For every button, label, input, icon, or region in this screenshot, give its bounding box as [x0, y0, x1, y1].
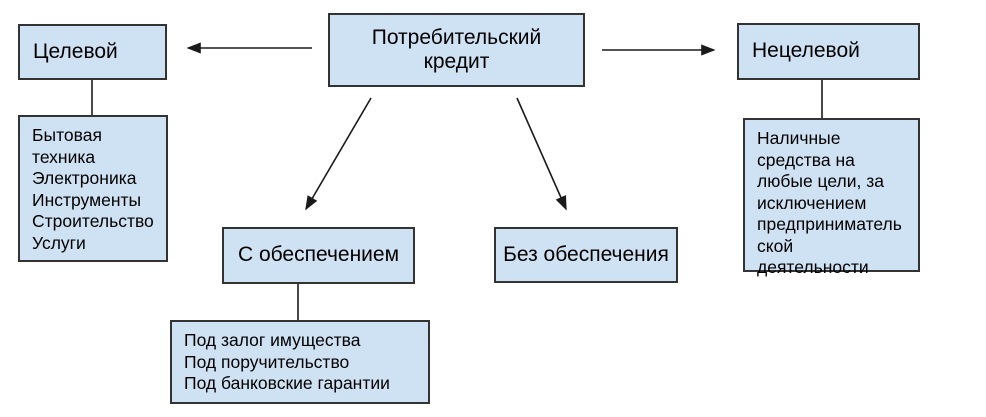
- node-targeted-examples: Бытовая техника Электроника Инструменты …: [18, 115, 168, 262]
- node-unsecured: Без обеспечения: [494, 227, 678, 283]
- node-non-targeted-details: Наличные средства на любые цели, за искл…: [743, 118, 920, 277]
- node-non-targeted-label: Нецелевой: [752, 39, 860, 63]
- node-consumer-credit-label: Потребительский кредит: [371, 25, 542, 73]
- node-unsecured-label: Без обеспечения: [503, 242, 669, 266]
- node-secured-types: Под залог имущества Под поручительство П…: [170, 320, 430, 404]
- arrow-root-to-unsecured: [516, 97, 567, 211]
- node-consumer-credit: Потребительский кредит: [328, 13, 585, 87]
- node-secured-label: С обеспечением: [237, 243, 400, 267]
- arrow-root-to-secured: [305, 97, 372, 211]
- node-targeted-label: Целевой: [33, 39, 118, 63]
- node-targeted-examples-label: Бытовая техника Электроника Инструменты …: [32, 125, 154, 253]
- node-secured: С обеспечением: [222, 227, 415, 284]
- node-non-targeted: Нецелевой: [737, 23, 920, 80]
- node-secured-types-label: Под залог имущества Под поручительство П…: [184, 330, 390, 393]
- node-targeted: Целевой: [18, 24, 167, 80]
- node-non-targeted-details-label: Наличные средства на любые цели, за искл…: [757, 128, 902, 277]
